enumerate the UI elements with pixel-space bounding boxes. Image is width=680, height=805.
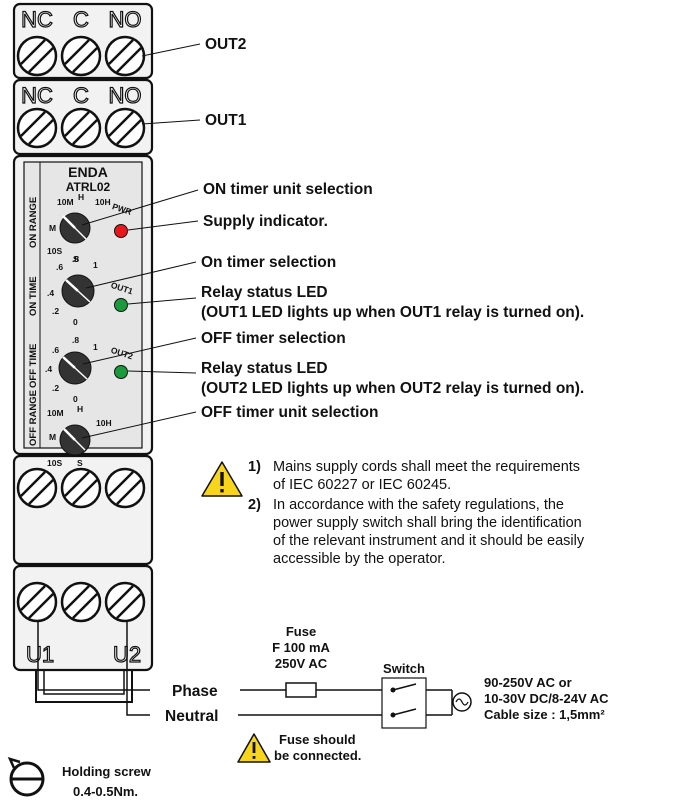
model-label: ATRL02 (66, 180, 111, 194)
terminal-label-c: C (73, 7, 89, 32)
terminal-screw[interactable] (104, 35, 146, 77)
terminal-label-u1: U1 (26, 642, 54, 667)
callout-relay1-desc: (OUT1 LED lights up when OUT1 relay is t… (201, 304, 584, 321)
terminal-label-nc: NC (21, 7, 53, 32)
supply-label-line1: 90-250V AC or (484, 675, 572, 690)
scale-1: 1 (93, 260, 98, 270)
knob-on-range[interactable] (59, 212, 91, 244)
wires (37, 620, 453, 716)
neutral-label: Neutral (165, 708, 218, 725)
supply-label-line3: Cable size : 1,5mm² (484, 707, 605, 722)
callout-out1: OUT1 (205, 112, 247, 129)
note2-line3: of the relevant instrument and it should… (273, 533, 585, 549)
scale-10s: 10S (47, 458, 62, 468)
terminal-screw[interactable] (104, 467, 146, 509)
terminal-screw[interactable] (104, 107, 146, 149)
callout-off-unit: OFF timer unit selection (201, 404, 378, 421)
fuse-warning-line2: be connected. (274, 748, 361, 763)
scale-06: .6 (52, 345, 59, 355)
scale-06: .6 (56, 262, 63, 272)
note2-line1: In accordance with the safety regulation… (273, 497, 564, 513)
din-clip (35, 670, 133, 703)
note1-line1: Mains supply cords shall meet the requir… (273, 459, 580, 475)
knob-off-time[interactable] (58, 351, 92, 385)
brand-label: ENDA (68, 164, 108, 180)
scale-10h: 10H (95, 197, 111, 207)
terminal-screw[interactable] (16, 35, 58, 77)
callout-relay2-desc: (OUT2 LED lights up when OUT2 relay is t… (201, 380, 584, 397)
note2-line4: accessible by the operator. (273, 551, 446, 567)
switch-label: Switch (383, 661, 425, 676)
fuse-label-line2: F 100 mA (272, 640, 330, 655)
side-label-on-time: ON TIME (28, 276, 39, 316)
side-label-off-range: OFF RANGE (28, 390, 39, 446)
terminal-screw[interactable] (16, 467, 58, 509)
scale-s: S (77, 458, 83, 468)
fuse-label-line3: 250V AC (275, 656, 328, 671)
scale-h: H (77, 404, 83, 414)
terminal-screw[interactable] (60, 107, 102, 149)
scale-m: M (49, 223, 56, 233)
fuse-label-line1: Fuse (286, 624, 316, 639)
scale-0: 0 (73, 394, 78, 404)
callout-on-unit: ON timer unit selection (203, 181, 373, 198)
holding-screw-line1: Holding screw (62, 764, 152, 779)
callout-lines (81, 43, 201, 439)
fuse-warning-line1: Fuse should (279, 732, 356, 747)
terminal-screw[interactable] (104, 581, 146, 623)
callout-out2: OUT2 (205, 36, 246, 53)
scale-10m: 10M (47, 408, 64, 418)
terminal-screws (16, 35, 146, 623)
ac-source-icon (452, 692, 472, 712)
callout-off-timer: OFF timer selection (201, 330, 346, 347)
terminal-screw[interactable] (60, 467, 102, 509)
scale-10s: 10S (47, 246, 62, 256)
terminal-screw[interactable] (16, 581, 58, 623)
supply-label-line2: 10-30V DC/8-24V AC (484, 691, 609, 706)
scale-0: 0 (73, 317, 78, 327)
terminal-labels-top1: NC C NO (21, 6, 143, 32)
terminal-screw[interactable] (16, 107, 58, 149)
terminal-screw[interactable] (60, 581, 102, 623)
scale-10m: 10M (57, 197, 74, 207)
holding-screw-line2: 0.4-0.5Nm. (73, 784, 138, 799)
warning-icon (201, 461, 243, 497)
callout-supply: Supply indicator. (203, 213, 328, 230)
scale-02: .2 (52, 383, 59, 393)
scale-1: 1 (93, 342, 98, 352)
fuse-symbol (285, 682, 317, 698)
scale-04: .4 (47, 288, 54, 298)
phase-label: Phase (172, 683, 218, 700)
terminal-label-no: NO (109, 7, 142, 32)
scale-08: .8 (72, 254, 79, 264)
scale-04: .4 (45, 364, 52, 374)
note1-line2: of IEC 60227 or IEC 60245. (273, 477, 451, 493)
holding-screw-icon (7, 757, 45, 797)
scale-m: M (49, 432, 56, 442)
scale-h: H (78, 192, 84, 202)
terminal-label-no: NO (109, 83, 142, 108)
scale-s: S (73, 254, 79, 264)
scale-08: .8 (72, 335, 79, 345)
note2-number: 2) (248, 497, 261, 513)
side-label-off-time: OFF TIME (28, 344, 39, 388)
scale-10h: 10H (96, 418, 112, 428)
callout-relay2-title: Relay status LED (201, 360, 328, 377)
terminal-screw[interactable] (60, 35, 102, 77)
knob-on-time[interactable] (61, 274, 95, 308)
terminal-label-nc: NC (21, 83, 53, 108)
note2-line2: power supply switch shall bring the iden… (273, 515, 582, 531)
callout-on-timer: On timer selection (201, 254, 336, 271)
scale-02: .2 (52, 306, 59, 316)
note1-number: 1) (248, 459, 261, 475)
callout-relay1-title: Relay status LED (201, 284, 328, 301)
knob-off-range[interactable] (59, 424, 91, 456)
terminal-label-c: C (73, 83, 89, 108)
terminal-labels-top2: NC C NO (21, 82, 143, 108)
side-label-on-range: ON RANGE (28, 197, 39, 248)
switch-symbol (381, 677, 427, 729)
fuse-warning-icon (237, 733, 271, 763)
